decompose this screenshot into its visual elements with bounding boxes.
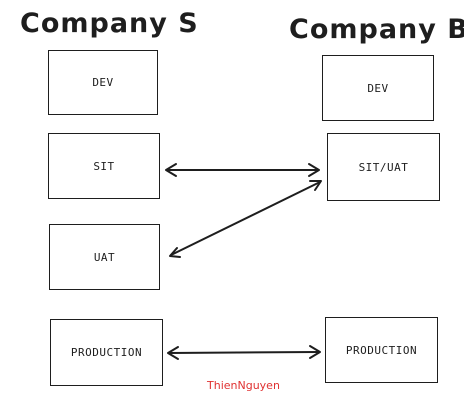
company-b-dev-label: DEV	[367, 81, 389, 95]
company-b-heading: Company B	[289, 14, 464, 45]
company-b-production-label: PRODUCTION	[345, 343, 418, 357]
arrow-production-to-production	[167, 345, 321, 360]
company-s-production-label: PRODUCTION	[70, 346, 143, 359]
arrow-sit-to-sit-uat	[165, 163, 320, 177]
company-b-production-box: PRODUCTION	[325, 317, 438, 383]
company-s-dev-label: DEV	[92, 76, 114, 89]
watermark-signature: ThienNguyen	[207, 379, 280, 392]
company-b-dev-box: DEV	[322, 55, 434, 121]
company-b-sit-uat-box: SIT/UAT	[327, 133, 440, 201]
company-s-sit-box: SIT	[48, 133, 160, 199]
company-s-production-box: PRODUCTION	[50, 319, 163, 386]
company-s-sit-label: SIT	[93, 159, 115, 173]
company-s-uat-box: UAT	[49, 224, 160, 290]
company-s-dev-box: DEV	[48, 50, 158, 115]
arrow-uat-to-sit-uat	[169, 180, 322, 258]
company-s-uat-label: UAT	[93, 250, 116, 264]
company-s-heading: Company S	[20, 8, 199, 39]
company-b-sit-uat-label: SIT/UAT	[358, 160, 409, 174]
